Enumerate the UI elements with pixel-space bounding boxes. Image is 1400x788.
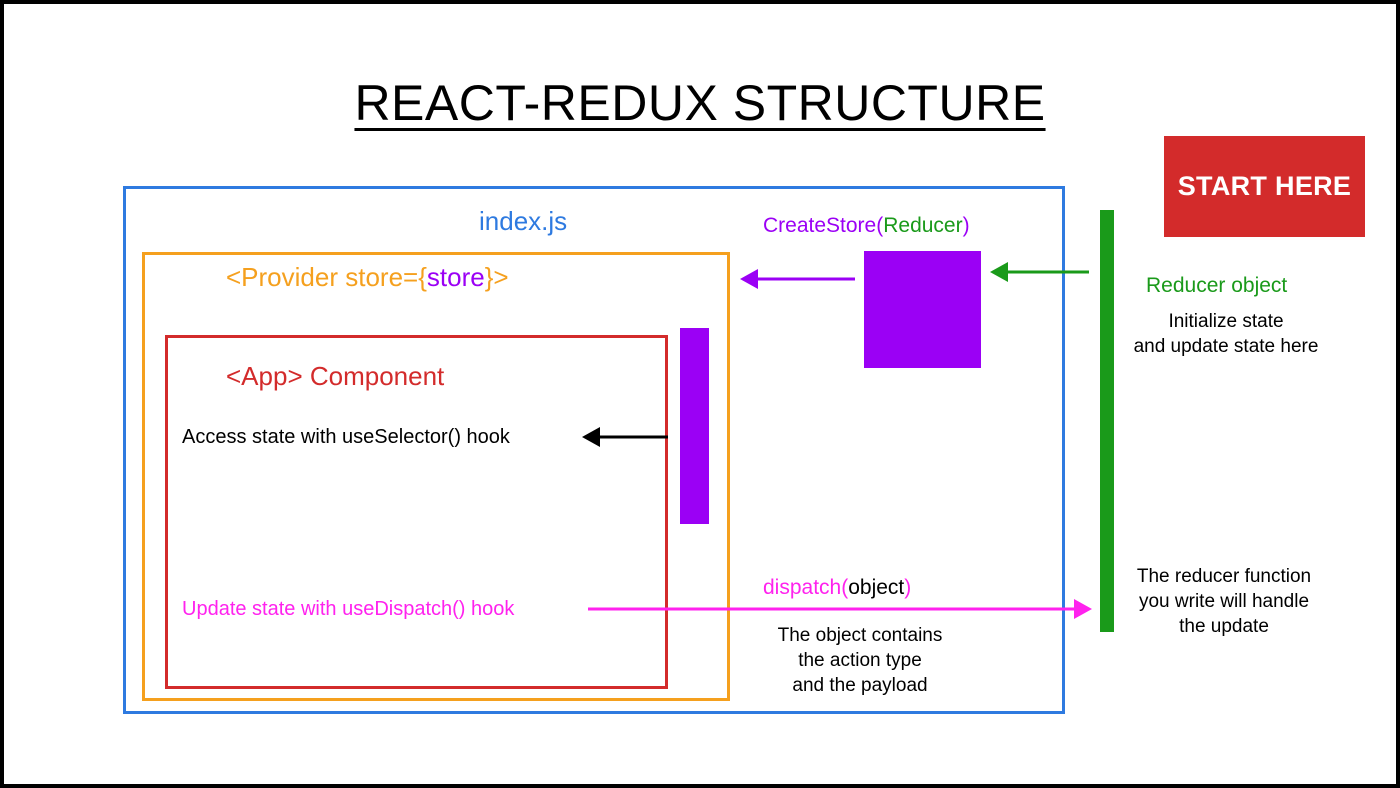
provider-label: <Provider store={store}> (226, 262, 509, 293)
index-js-box (123, 186, 1065, 714)
arrow-left-icon (740, 269, 855, 289)
reducer-bar (1100, 210, 1114, 632)
dispatch-fn: dispatch( (763, 576, 849, 599)
app-component-label: <App> Component (226, 361, 445, 391)
reducer-fn-note-line: The reducer function (1136, 566, 1312, 587)
index-js-label: index.js (479, 206, 568, 236)
provider-store: store (426, 262, 485, 292)
reducer-fn-note: The reducer function you write will hand… (1114, 564, 1334, 639)
update-state-text: Update state with useDispatch() hook (182, 598, 515, 620)
dispatch-close: ) (904, 576, 912, 599)
reducer-title: Reducer object (1146, 274, 1288, 297)
object-note-line: and the payload (792, 675, 928, 696)
start-here-label: START HERE (1177, 171, 1352, 201)
object-note-line: The object contains (777, 625, 943, 646)
store-bar (680, 328, 709, 524)
arrow-left-icon (990, 262, 1089, 282)
store-square (864, 251, 981, 368)
dispatch-arg: object (848, 576, 905, 599)
provider-prefix: <Provider store={ (226, 262, 427, 292)
reducer-fn-note-line: you write will handle (1138, 591, 1310, 612)
dispatch-label: dispatch(object) (763, 576, 911, 600)
arrow-left-icon (582, 427, 668, 447)
app-component-box (165, 335, 668, 689)
create-store-label: CreateStore(Reducer) (763, 214, 970, 238)
access-state-text: Access state with useSelector() hook (182, 426, 510, 448)
object-note-line: the action type (798, 650, 922, 671)
create-store-fn: CreateStore( (763, 214, 884, 237)
reducer-desc-line: and update state here (1133, 336, 1319, 357)
create-store-close: ) (962, 214, 970, 237)
start-here-button[interactable]: START HERE (1164, 136, 1365, 237)
object-note: The object contains the action type and … (755, 623, 965, 698)
provider-box (142, 252, 730, 701)
reducer-desc-line: Initialize state (1168, 311, 1284, 332)
arrow-right-icon (588, 599, 1092, 619)
page-title: REACT-REDUX STRUCTURE (354, 75, 1046, 131)
reducer-desc: Initialize state and update state here (1116, 309, 1336, 359)
provider-suffix: }> (484, 262, 509, 292)
create-store-arg: Reducer (883, 214, 963, 237)
reducer-fn-note-line: the update (1179, 616, 1269, 637)
